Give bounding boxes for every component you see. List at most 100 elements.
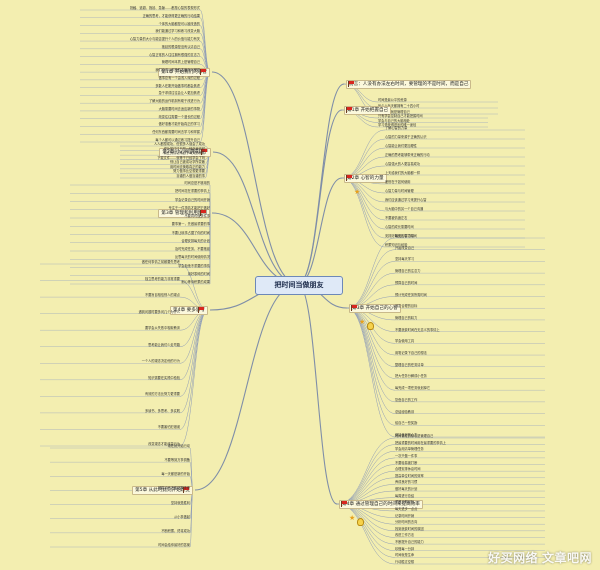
map-node[interactable]: 行动胜过空想: [395, 560, 415, 564]
map-node[interactable]: 一次只做一件事: [395, 453, 418, 458]
map-node[interactable]: 重视长期目标: [395, 500, 415, 505]
map-node[interactable]: 管理时间本质上是管理自己: [161, 60, 200, 65]
map-node[interactable]: 我们应该以积极的态度面对困难: [155, 68, 200, 73]
chapter-9[interactable]: 第4章 通过管理自己的时间来提高效率: [339, 500, 423, 509]
map-node[interactable]: 总结经验教训: [395, 409, 415, 414]
map-node[interactable]: 一个人的观念决定他的行为: [141, 359, 180, 364]
map-node[interactable]: 做事总有一个由浅入深的过程: [158, 75, 200, 80]
map-node[interactable]: 每完成一项任务就划掉它: [395, 386, 431, 391]
map-node[interactable]: 差别在于如何使用: [385, 180, 411, 184]
map-node[interactable]: 别让自己被成功学所蒙蔽: [169, 160, 205, 165]
map-node[interactable]: 下载文件……就等于已经学会了吗: [157, 155, 205, 160]
map-node[interactable]: 反思每天的时间使用情况: [174, 255, 210, 260]
map-node[interactable]: 只有学会控制自己才能把握时间: [378, 114, 423, 118]
map-node[interactable]: 我们应该通过学习来提升心智: [385, 198, 427, 202]
map-node[interactable]: 做任何事情之前都要先思考: [141, 260, 180, 264]
map-node[interactable]: 提高单位时间的效率: [395, 473, 424, 478]
map-node[interactable]: 从小事做起: [174, 514, 190, 519]
map-node[interactable]: 养成良好的习惯: [395, 480, 418, 485]
map-node[interactable]: 把时间花在重要的事情上: [174, 189, 210, 194]
map-node[interactable]: 急于求成往往会让人更加焦虑: [158, 91, 200, 96]
map-node[interactable]: 给自己一些奖励: [395, 421, 418, 426]
map-node[interactable]: 知识需要在实践中检验: [148, 375, 180, 380]
map-node[interactable]: 上天给我们的大脑都一样: [385, 171, 421, 175]
map-node[interactable]: 学会与自己的大脑相处: [378, 118, 410, 123]
map-node[interactable]: 不要等到万事俱备: [164, 458, 191, 463]
map-node[interactable]: 珍惜每一分钟: [395, 546, 415, 551]
map-node[interactable]: 学习是获得进步的唯一途径: [378, 123, 417, 127]
map-node[interactable]: 每周进行总结: [395, 493, 415, 498]
map-node[interactable]: 把握当下才能把握未来: [158, 486, 190, 491]
map-node[interactable]: 预算自己的时间: [395, 280, 418, 285]
map-node[interactable]: 学会使用工具: [395, 339, 415, 344]
map-node[interactable]: 时间总是不够用的: [184, 181, 211, 185]
map-node[interactable]: 安排好每天的学习时间: [385, 234, 417, 238]
map-node[interactable]: 遇到问题时要多问几个为什么: [138, 309, 180, 314]
map-node[interactable]: 心智的力量来源于正确的认识: [385, 135, 427, 139]
chapter-4[interactable]: 第5章 从此时此刻开始改变: [132, 486, 193, 495]
chapter-7[interactable]: 第2章 心智的力量: [344, 174, 387, 183]
map-node[interactable]: 个体的大脑都是可以被改造的: [158, 21, 200, 26]
map-node[interactable]: 要学会从失败中吸取教训: [144, 326, 180, 331]
map-node[interactable]: 抵触、逃避、拖延、急躁……都是心智的表现形式: [129, 6, 200, 10]
map-node[interactable]: 管理时间就是管理自己: [378, 110, 410, 114]
map-node[interactable]: 坚持就是胜利: [170, 500, 190, 505]
map-node[interactable]: 积累知识与经验: [385, 243, 408, 247]
map-node[interactable]: 大脑需要时间去适应新的事物: [158, 106, 200, 111]
map-node[interactable]: 管理自己的注意力: [395, 269, 421, 274]
map-node[interactable]: 合理安排每天的计划: [181, 238, 210, 243]
map-node[interactable]: 开始改变自己: [395, 245, 415, 250]
map-node[interactable]: 我们能通过学习和练习改变大脑: [155, 29, 200, 34]
map-node[interactable]: 把最重要的时间用在最重要的事情上: [395, 440, 446, 445]
map-node[interactable]: 每个人每天都拥有二十四小时: [378, 104, 420, 108]
map-node[interactable]: 有效的方法比努力更重要: [144, 392, 180, 397]
map-node[interactable]: 相信心智力量: [395, 234, 415, 238]
chapter-1[interactable]: 第2章 小心所谓成功学: [159, 148, 211, 157]
map-node[interactable]: 多读书、多思考、多实践: [144, 408, 180, 413]
map-node[interactable]: 用笔记录下自己的想法: [395, 351, 427, 356]
map-node[interactable]: 设定合理的目标: [395, 304, 418, 309]
map-node[interactable]: 做好准备才能开始真正的学习: [158, 122, 200, 127]
map-node[interactable]: 改进工作方法: [395, 533, 415, 538]
chapter-5[interactable]: 前言：人没有办法左右时间，要管理的不是时间，而是自己: [346, 80, 472, 89]
map-node[interactable]: 管理自己的精力: [395, 315, 418, 320]
map-node[interactable]: 时间会给你最好的答案: [158, 543, 190, 547]
map-node[interactable]: 心智正常的人往往拥有很强的意志力: [149, 52, 200, 57]
map-node[interactable]: 心智能让我们更加理性: [385, 144, 417, 148]
map-node[interactable]: 不要被情绪左右: [385, 216, 408, 220]
map-node[interactable]: 学会拒绝不重要的事情: [178, 263, 210, 268]
map-node[interactable]: 正确的思考，才能获得更正确的行动结果: [142, 13, 200, 18]
map-node[interactable]: 不要轻易被打断: [395, 460, 418, 465]
map-node[interactable]: 分析时间的去向: [395, 520, 418, 525]
map-node[interactable]: 合理安排休息时间: [395, 467, 421, 472]
map-node[interactable]: 每一天都是新的开始: [161, 472, 190, 477]
root-topic[interactable]: 把时间当做朋友: [255, 276, 343, 295]
chapter-2[interactable]: 第3章 管理和利用时间: [158, 209, 210, 218]
map-node[interactable]: 任何东西都需要时间去学习和掌握: [152, 130, 200, 135]
map-node[interactable]: 不要浪费时间在无意义的事情上: [395, 327, 440, 332]
map-node[interactable]: 成功学往往只是一种自我安慰: [163, 146, 205, 151]
map-node[interactable]: 用时间去换取真正的能力: [169, 164, 205, 169]
map-node[interactable]: 找到浪费时间的原因: [395, 526, 424, 531]
map-node[interactable]: 学会记录自己的时间开销: [174, 197, 210, 202]
chapter-0[interactable]: 第1章 开始我们的心智: [158, 68, 210, 77]
map-node[interactable]: 了解心智的力量: [385, 126, 408, 130]
map-node[interactable]: 记录时间开销: [395, 513, 415, 518]
map-node[interactable]: 做好每天的计划: [395, 487, 418, 492]
map-node[interactable]: 不断提升自己的能力: [395, 540, 424, 545]
map-node[interactable]: 及时完成任务，不要拖延: [174, 247, 210, 251]
map-node[interactable]: 心智力量的大小与能否提升个人的价值与能力有关: [129, 37, 200, 42]
map-node[interactable]: 复盘自己的工作: [395, 397, 418, 402]
map-node[interactable]: 不要同时做多件事: [184, 214, 211, 218]
map-node[interactable]: 每天进步一点点: [395, 506, 418, 511]
chapter-8[interactable]: 第3章 开始自己的心智: [349, 304, 401, 313]
map-node[interactable]: 时间是最公平的资源: [378, 98, 407, 102]
map-node[interactable]: 改变往往需要一个漫长的过程: [158, 114, 200, 119]
map-node[interactable]: 耐心等待积累的成果: [181, 280, 210, 284]
map-node[interactable]: 多数人在刚开始做事时都会焦虑: [155, 83, 200, 88]
map-node[interactable]: 心智力量与时间管理: [385, 189, 414, 193]
map-node[interactable]: 坚持每天学习: [395, 257, 415, 262]
map-node[interactable]: 不要害怕犯错误: [157, 425, 180, 430]
map-node[interactable]: 人人都想成功，但很多人误会了成功: [154, 142, 205, 146]
map-node[interactable]: 心智强大的人更容易成功: [385, 162, 421, 166]
